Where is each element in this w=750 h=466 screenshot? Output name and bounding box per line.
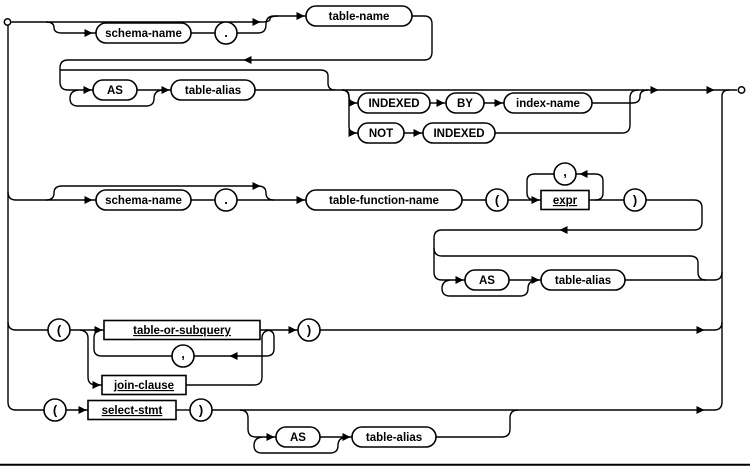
circle-shape [171, 344, 195, 368]
literal-dot-2: . [214, 188, 238, 212]
literal-rparen-3: ) [189, 398, 213, 422]
node-label: . [224, 25, 228, 40]
diagram-start-marker [3, 18, 12, 26]
box-shape [87, 399, 177, 421]
literal-lparen-1: ( [485, 188, 509, 212]
link-label: expr [553, 195, 578, 207]
literal-comma-1: , [553, 162, 577, 186]
diagram-end-marker [737, 86, 746, 94]
literal-lparen-3: ( [43, 398, 67, 422]
node-label: AS [290, 432, 306, 444]
node-label: INDEXED [368, 98, 419, 110]
oval-shape [92, 79, 138, 101]
oval-shape [422, 122, 496, 144]
node-label: ) [633, 193, 637, 208]
node-label: ( [495, 193, 500, 208]
keyword-as-3: AS [275, 426, 321, 448]
literal-rparen-1: ) [623, 188, 647, 212]
literal-rparen-2: ) [297, 318, 321, 342]
oval-shape [464, 269, 510, 291]
node-label: ) [199, 403, 203, 418]
link-label: select-stmt [102, 405, 163, 417]
oval-shape [305, 5, 413, 27]
node-label: BY [457, 98, 473, 110]
link-label: join-clause [113, 380, 174, 392]
node-label: ( [57, 323, 62, 338]
identifier-index-name: index-name [503, 92, 593, 114]
circle-shape [47, 318, 71, 342]
circle-shape [553, 162, 577, 186]
flow-arrows [78, 12, 715, 441]
node-label: AS [107, 85, 123, 97]
node-label: . [224, 192, 228, 207]
box-shape [540, 189, 590, 211]
link-expr[interactable]: expr [540, 189, 590, 211]
link-select-stmt[interactable]: select-stmt [87, 399, 177, 421]
oval-shape [540, 269, 626, 291]
oval-shape [357, 122, 405, 144]
oval-shape [351, 426, 437, 448]
node-label: table-alias [185, 85, 241, 97]
node-label: table-name [329, 11, 390, 23]
identifier-table-name: table-name [305, 5, 413, 27]
oval-shape [95, 22, 192, 44]
oval-shape [503, 92, 593, 114]
identifier-table-function-name: table-function-name [305, 189, 463, 211]
literal-dot-1: . [214, 21, 238, 45]
link-label: table-or-subquery [133, 325, 231, 337]
circle-shape [189, 398, 213, 422]
identifier-table-alias-1: table-alias [170, 79, 256, 101]
circle-shape [623, 188, 647, 212]
box-shape [101, 374, 187, 396]
node-label: AS [479, 275, 495, 287]
node-label: NOT [369, 128, 393, 140]
circle-shape [43, 398, 67, 422]
node-label: ) [307, 323, 311, 338]
node-label: ( [53, 403, 58, 418]
identifier-schema-name-1: schema-name [95, 22, 192, 44]
node-label: schema-name [105, 28, 182, 40]
keyword-by: BY [445, 92, 485, 114]
oval-shape [445, 92, 485, 114]
keyword-not: NOT [357, 122, 405, 144]
node-label: INDEXED [433, 128, 484, 140]
node-label: table-alias [555, 275, 611, 287]
node-label: index-name [516, 98, 580, 110]
link-table-or-subquery[interactable]: table-or-subquery [103, 319, 261, 341]
circle-shape [297, 318, 321, 342]
oval-shape [95, 189, 192, 211]
node-label: table-function-name [329, 195, 439, 207]
node-label: , [181, 346, 185, 361]
keyword-indexed-2: INDEXED [422, 122, 496, 144]
node-label: table-alias [366, 432, 422, 444]
circle-shape [214, 21, 238, 45]
oval-shape [170, 79, 256, 101]
node-label: , [563, 164, 567, 179]
keyword-indexed-1: INDEXED [357, 92, 431, 114]
identifier-table-alias-3: table-alias [351, 426, 437, 448]
identifier-schema-name-2: schema-name [95, 189, 192, 211]
oval-shape [357, 92, 431, 114]
circle-shape [485, 188, 509, 212]
oval-shape [275, 426, 321, 448]
keyword-as-2: AS [464, 269, 510, 291]
identifier-table-alias-2: table-alias [540, 269, 626, 291]
node-label: schema-name [105, 195, 182, 207]
literal-comma-2: , [171, 344, 195, 368]
circle-shape [214, 188, 238, 212]
link-join-clause[interactable]: join-clause [101, 374, 187, 396]
oval-shape [305, 189, 463, 211]
literal-lparen-2: ( [47, 318, 71, 342]
keyword-as-1: AS [92, 79, 138, 101]
box-shape [103, 319, 261, 341]
